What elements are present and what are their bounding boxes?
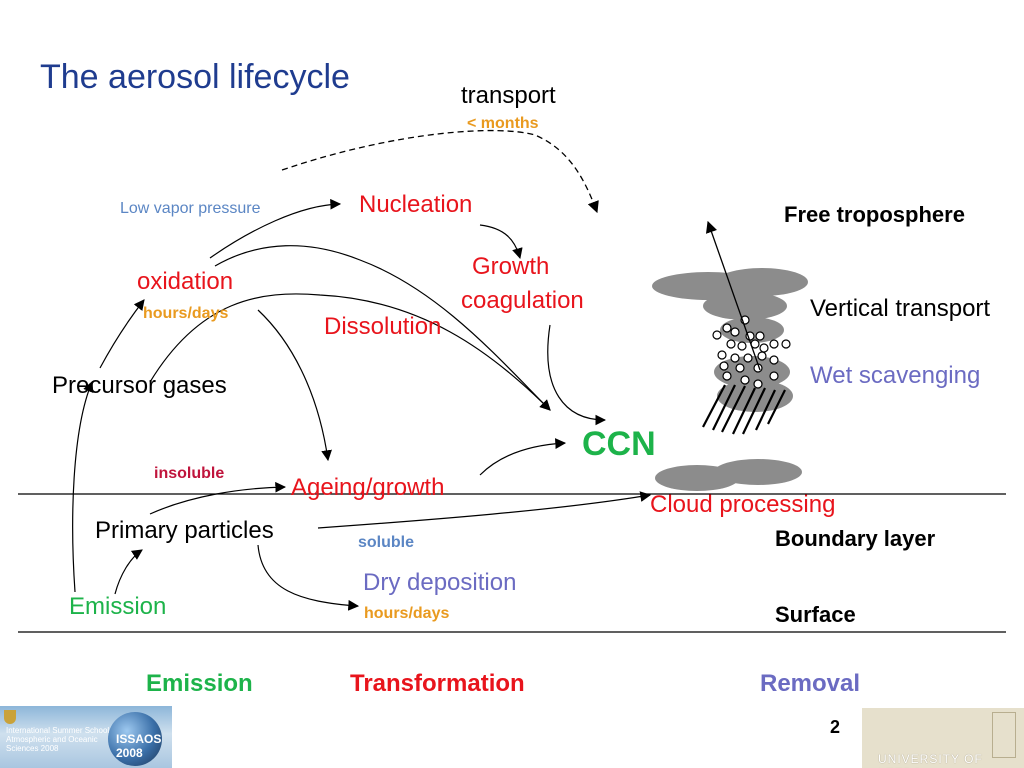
arrow-vertical-transport	[705, 220, 761, 371]
arrow-emission-precursor	[72, 381, 94, 593]
label-nucleation: Nucleation	[359, 191, 473, 218]
arrow-precursor-ccn	[149, 293, 551, 411]
university-logo: UNIVERSITY OF LEEDS	[862, 708, 1024, 768]
label-ageing: Ageing/growth	[291, 474, 445, 501]
label-boundary-layer: Boundary layer	[775, 526, 936, 551]
arrow-oxidation-nucleation	[209, 198, 342, 259]
label-vertical-transport: Vertical transport	[810, 295, 991, 322]
page-number: 2	[830, 717, 841, 737]
label-surface: Surface	[775, 602, 856, 627]
arrow-primary-cloud	[317, 491, 652, 529]
tower-icon	[992, 712, 1016, 758]
arrow-nucleation-growth	[479, 224, 523, 260]
arrow-ageing-ccn	[479, 438, 567, 476]
label-coagulation: coagulation	[461, 287, 584, 314]
label-soluble: soluble	[358, 534, 415, 551]
label-cloud-processing: Cloud processing	[650, 491, 836, 518]
label-insoluble: insoluble	[154, 465, 225, 482]
transport-arrow	[281, 129, 599, 214]
arrow-precursor-oxidation	[99, 299, 145, 369]
arrow-oxidation-ageing	[257, 309, 332, 462]
footer-emission: Emission	[146, 670, 253, 697]
label-dry-time: hours/days	[364, 605, 450, 622]
summer-school-banner: International Summer School Atmospheric …	[0, 706, 172, 768]
label-oxidation-time: hours/days	[143, 305, 229, 322]
label-growth: Growth	[472, 253, 550, 280]
arrow-primary-ageing	[149, 481, 287, 515]
label-primary: Primary particles	[95, 517, 274, 544]
banner-text: International Summer School Atmospheric …	[6, 726, 110, 754]
arrow-oxidation-ccn	[214, 245, 551, 411]
slide-title: The aerosol lifecycle	[40, 58, 350, 96]
label-wet-scavenging: Wet scavenging	[810, 362, 981, 389]
arrow-growth-ccn	[547, 324, 607, 426]
banner-abbr: ISSAOS 2008	[116, 732, 162, 760]
cloud-graphic	[652, 220, 808, 491]
crest-icon	[4, 710, 16, 724]
footer-transformation: Transformation	[350, 670, 525, 697]
label-transport: transport	[461, 82, 556, 109]
label-ccn: CCN	[582, 425, 656, 463]
label-free-troposphere: Free troposphere	[784, 202, 965, 227]
arrow-primary-drydep	[257, 544, 360, 611]
label-oxidation: oxidation	[137, 268, 234, 295]
label-dry-deposition: Dry deposition	[363, 569, 517, 596]
label-precursor: Precursor gases	[52, 372, 227, 399]
label-low-vapor: Low vapor pressure	[120, 200, 261, 217]
arrow-emission-primary	[114, 549, 143, 595]
footer-removal: Removal	[760, 670, 861, 697]
label-dissolution: Dissolution	[324, 313, 442, 340]
university-name: UNIVERSITY OF LEEDS	[878, 752, 983, 768]
label-emission: Emission	[69, 593, 167, 620]
globe-icon	[108, 712, 162, 766]
label-transport-time: < months	[467, 115, 539, 132]
